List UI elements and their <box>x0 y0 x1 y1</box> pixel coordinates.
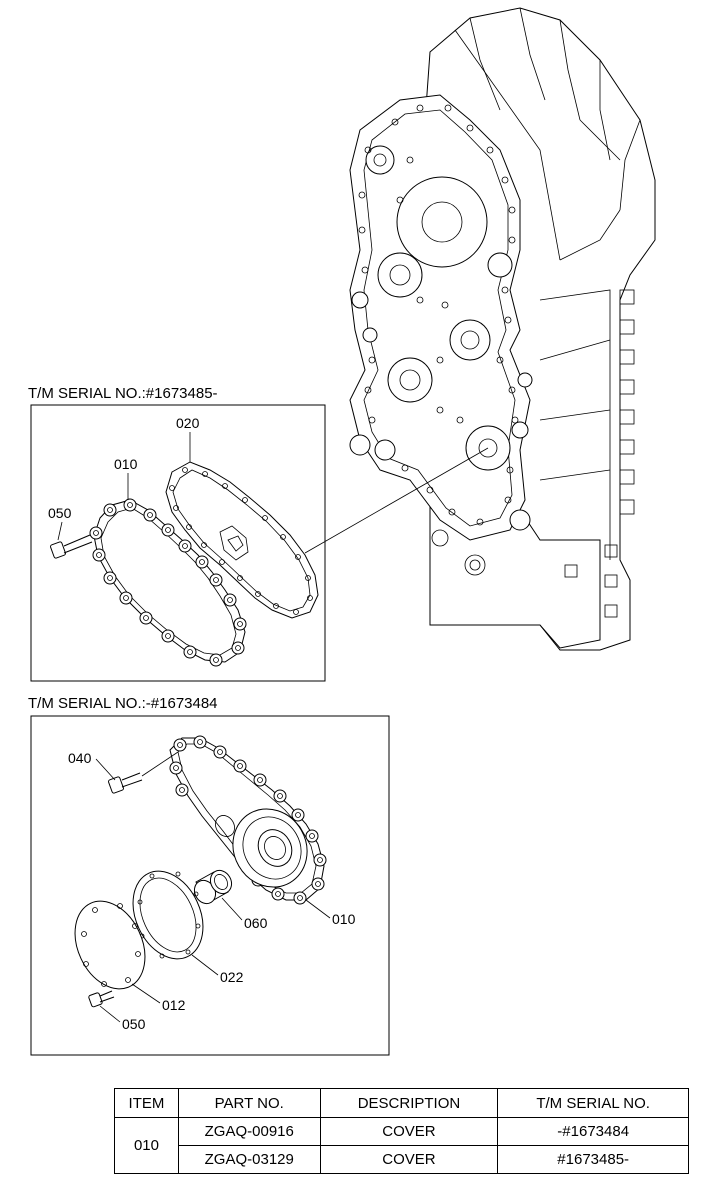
bushing-060-drawing <box>193 869 233 905</box>
lower-inset-title: T/M SERIAL NO.:-#1673484 <box>28 695 218 712</box>
description-cell: COVER <box>319 1145 499 1174</box>
cover-010-old-drawing <box>169 735 327 905</box>
bolt-040-drawing <box>108 751 179 794</box>
header-serial-no: T/M SERIAL NO. <box>497 1088 689 1118</box>
table-row: 010 ZGAQ-00916 COVER -#1673484 <box>114 1117 689 1174</box>
serial-cell: #1673485- <box>497 1145 689 1174</box>
callout-040: 040 <box>68 750 92 766</box>
description-cell: COVER <box>319 1117 499 1146</box>
bolt-050-upper-drawing <box>50 534 93 559</box>
callout-012: 012 <box>162 997 186 1013</box>
parts-table-header-row: ITEM PART NO. DESCRIPTION T/M SERIAL NO. <box>114 1088 689 1118</box>
cover-010-new-drawing <box>89 498 247 667</box>
callout-022: 022 <box>220 969 244 985</box>
item-number-cell: 010 <box>114 1117 179 1174</box>
callout-050-lower-leader <box>99 1005 121 1023</box>
callout-050-lower: 050 <box>122 1016 146 1032</box>
upper-inset-frame <box>30 404 326 682</box>
callout-060-leader <box>221 897 243 921</box>
callout-010-lower: 010 <box>332 911 356 927</box>
callout-060: 060 <box>244 915 268 931</box>
header-part-no: PART NO. <box>177 1088 321 1118</box>
header-item: ITEM <box>114 1088 179 1118</box>
upper-inset-title: T/M SERIAL NO.:#1673485- <box>28 385 218 402</box>
serial-cell: -#1673484 <box>497 1117 689 1146</box>
part-no-cell: ZGAQ-03129 <box>177 1145 321 1174</box>
bolt-050-lower-drawing <box>88 990 115 1008</box>
gasket-020-drawing <box>165 461 319 619</box>
callout-012-leader <box>131 983 161 1004</box>
plate-012-drawing <box>74 900 146 990</box>
callout-040-leader <box>95 758 116 781</box>
table-row: ZGAQ-03129 COVER #1673485- <box>115 1145 689 1174</box>
header-description: DESCRIPTION <box>319 1088 499 1118</box>
callout-010-upper: 010 <box>114 456 138 472</box>
gasket-022-drawing <box>132 870 204 960</box>
lower-inset-frame <box>30 715 390 1056</box>
callout-050-upper: 050 <box>48 505 72 521</box>
callout-020: 020 <box>176 415 200 431</box>
callout-010-lower-leader <box>305 899 331 919</box>
upper-inset-leader-line <box>304 447 489 554</box>
parts-table: ITEM PART NO. DESCRIPTION T/M SERIAL NO.… <box>114 1088 689 1174</box>
callout-022-leader <box>191 954 219 976</box>
callout-050-upper-leader <box>57 521 63 541</box>
part-no-cell: ZGAQ-00916 <box>177 1117 321 1146</box>
transmission-housing-drawing <box>349 7 656 651</box>
